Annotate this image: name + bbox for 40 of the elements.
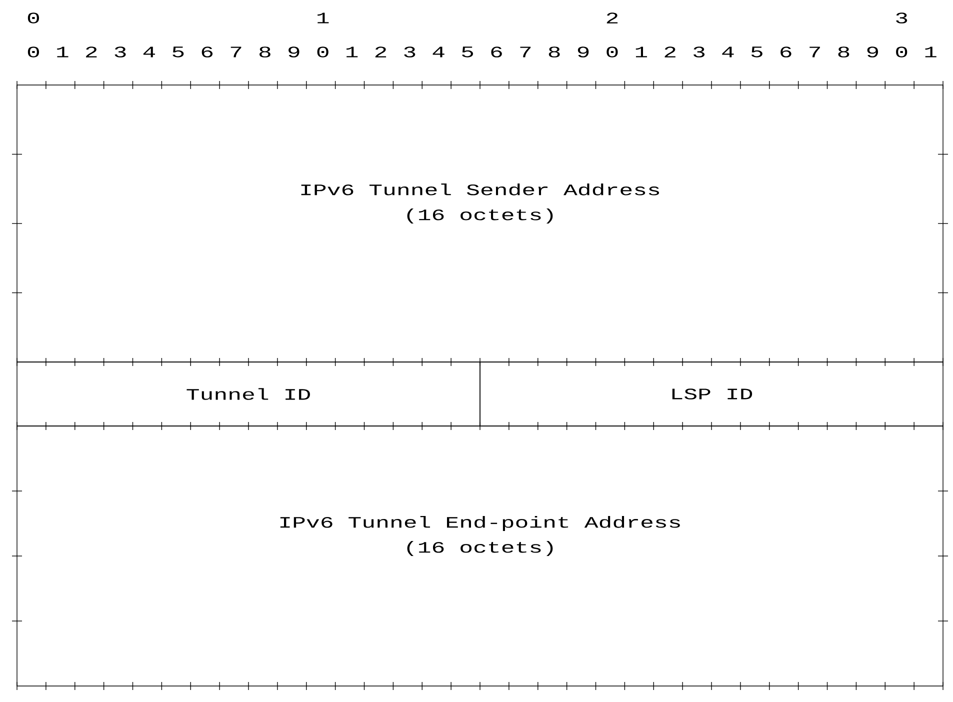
bit-number: 1 <box>636 46 647 58</box>
bit-number: 7 <box>230 46 242 58</box>
bit-number: 7 <box>810 46 820 58</box>
bit-number: 1 <box>57 46 68 58</box>
bit-number: 3 <box>694 46 705 58</box>
bit-number: 3 <box>896 12 908 24</box>
bit-number: 7 <box>520 46 531 58</box>
bit-number: 2 <box>86 46 97 58</box>
bit-number: 6 <box>491 46 502 58</box>
bit-number: 9 <box>578 46 589 58</box>
bit-number: 5 <box>462 46 474 58</box>
bit-number: 1 <box>925 46 936 58</box>
bit-number: 4 <box>432 46 444 58</box>
bit-number: 1 <box>346 46 358 58</box>
bit-number: 6 <box>202 46 213 58</box>
bit-number: 0 <box>896 46 908 58</box>
bit-number: 2 <box>606 12 618 24</box>
bit-number: 3 <box>404 46 416 58</box>
bit-number: 4 <box>722 46 734 58</box>
bit-number: 0 <box>28 46 39 58</box>
field-box: LSP ID <box>480 362 944 426</box>
bit-number: 8 <box>548 46 560 58</box>
bit-number: 2 <box>375 46 386 58</box>
bit-number: 2 <box>664 46 676 58</box>
bit-number: 6 <box>780 46 792 58</box>
bit-number: 0 <box>28 12 39 24</box>
field-box: IPv6 Tunnel End-point Address (16 octets) <box>16 426 944 686</box>
bit-number: 9 <box>867 46 878 58</box>
bit-number: 5 <box>172 46 184 58</box>
bit-number: 0 <box>317 46 328 58</box>
bit-number: 8 <box>260 46 270 58</box>
bit-number: 1 <box>318 12 329 24</box>
bit-number: 0 <box>606 46 618 58</box>
field-box: Tunnel ID <box>16 362 480 426</box>
bit-number: 4 <box>143 46 155 58</box>
bit-number: 5 <box>751 46 762 58</box>
bit-number: 8 <box>838 46 850 58</box>
field-box: IPv6 Tunnel Sender Address (16 octets) <box>16 84 944 362</box>
bit-number: 3 <box>114 46 126 58</box>
bit-number: 9 <box>288 46 300 58</box>
